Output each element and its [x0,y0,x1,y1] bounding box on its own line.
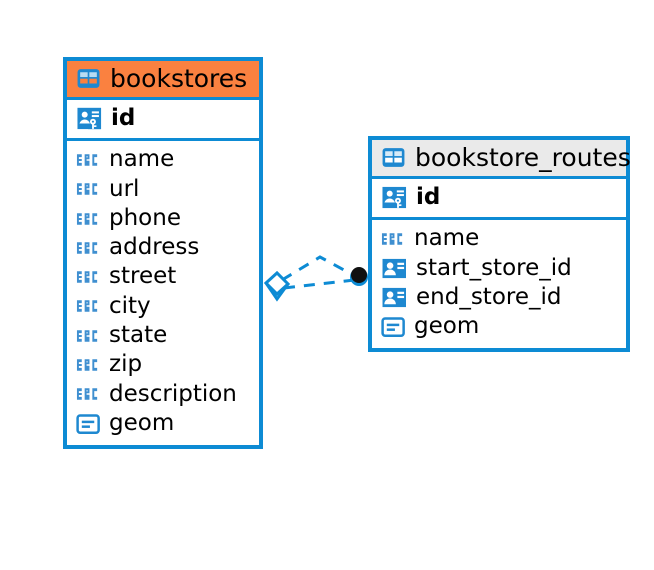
field-label: url [109,175,140,202]
field-row-primary-key[interactable]: id [372,176,626,221]
field-row-description[interactable]: description [67,380,259,409]
field-list-bookstores: name url phone [67,141,259,445]
text-abc-icon [76,329,98,342]
primary-key-icon [382,187,407,209]
text-abc-icon [76,300,98,313]
foreign-key-icon [382,258,406,278]
text-abc-icon [76,271,98,283]
primary-key-icon [77,108,102,130]
diamond-marker [263,270,291,302]
entity-header-bookstores[interactable]: bookstores [67,61,259,97]
field-row-geom[interactable]: geom [67,409,259,438]
geometry-icon [76,413,100,434]
field-row-street[interactable]: street [67,262,259,291]
field-row-zip[interactable]: zip [67,350,259,379]
entity-title: bookstores [110,64,248,93]
field-label: description [109,380,237,407]
field-row-url[interactable]: url [67,175,259,204]
text-abc-icon [381,233,403,245]
field-row-city[interactable]: city [67,292,259,321]
text-abc-icon [76,388,98,401]
text-abc-icon [76,183,98,196]
field-label: address [109,234,200,261]
field-row-geom[interactable]: geom [372,312,626,341]
field-label: id [111,105,136,131]
table-icon [77,69,100,88]
entity-bookstores[interactable]: bookstores id [63,57,263,450]
geometry-icon [381,317,405,337]
relationship-line-lower [283,278,356,290]
foreign-key-icon [382,287,406,308]
field-label: name [109,146,175,173]
table-icon [382,148,405,167]
entity-header-bookstore-routes[interactable]: bookstore_routes [372,140,631,176]
text-abc-icon [76,212,98,225]
field-label: start_store_id [416,254,572,281]
field-label: street [109,263,177,290]
field-row-primary-key[interactable]: id [67,97,259,142]
field-label: geom [414,313,480,340]
field-label: city [109,292,151,319]
field-label: end_store_id [416,283,562,310]
field-label: name [414,225,480,252]
relationship-line-upper [281,255,358,282]
text-abc-icon [76,359,98,371]
entity-title: bookstore_routes [415,143,631,172]
entity-bookstore-routes[interactable]: bookstore_routes id [368,136,631,353]
text-abc-icon [76,242,98,254]
field-row-name[interactable]: name [67,145,259,174]
field-row-end-store-id[interactable]: end_store_id [372,283,626,312]
field-row-phone[interactable]: phone [67,204,259,233]
field-row-start-store-id[interactable]: start_store_id [372,254,626,283]
field-label: geom [109,409,175,436]
field-list-bookstore-routes: name start_store_id [372,220,626,348]
filled-circle-marker [350,267,368,286]
field-row-address[interactable]: address [67,233,259,262]
text-abc-icon [76,154,98,166]
field-row-state[interactable]: state [67,321,259,350]
field-label: state [109,322,168,349]
field-label: zip [109,351,143,378]
field-label: phone [109,204,181,231]
field-label: id [416,184,441,210]
field-row-name[interactable]: name [372,224,626,253]
